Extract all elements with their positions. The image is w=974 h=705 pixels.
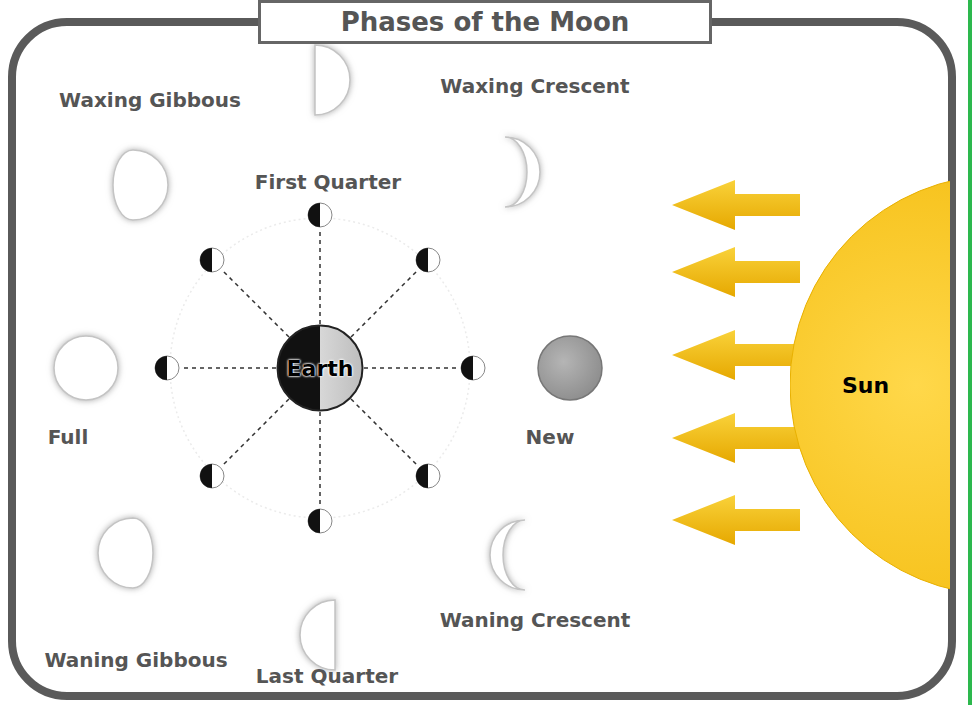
phase-label: Waning Crescent	[440, 608, 631, 632]
sight-lines	[182, 230, 458, 506]
phase-label: Waxing Crescent	[440, 74, 629, 98]
edge-bar	[968, 0, 972, 705]
orbit	[170, 218, 470, 518]
phase-label: New	[526, 425, 575, 449]
phase-label: Waxing Gibbous	[59, 88, 241, 112]
phase-label: Last Quarter	[256, 664, 398, 688]
new-moon	[538, 336, 602, 400]
sun-label: Sun	[842, 373, 889, 398]
earth-label: Earth	[287, 356, 354, 381]
sunlight-arrows	[672, 180, 800, 545]
phase-label: Full	[48, 425, 89, 449]
orbit-moons	[155, 203, 485, 533]
earth-shape: Earth	[276, 324, 364, 412]
phase-label: Waning Gibbous	[44, 648, 227, 672]
phase-moons	[54, 45, 540, 670]
phase-label: First Quarter	[255, 170, 401, 194]
sun-shape: Sun	[790, 170, 950, 600]
title-box: Phases of the Moon	[258, 0, 712, 44]
